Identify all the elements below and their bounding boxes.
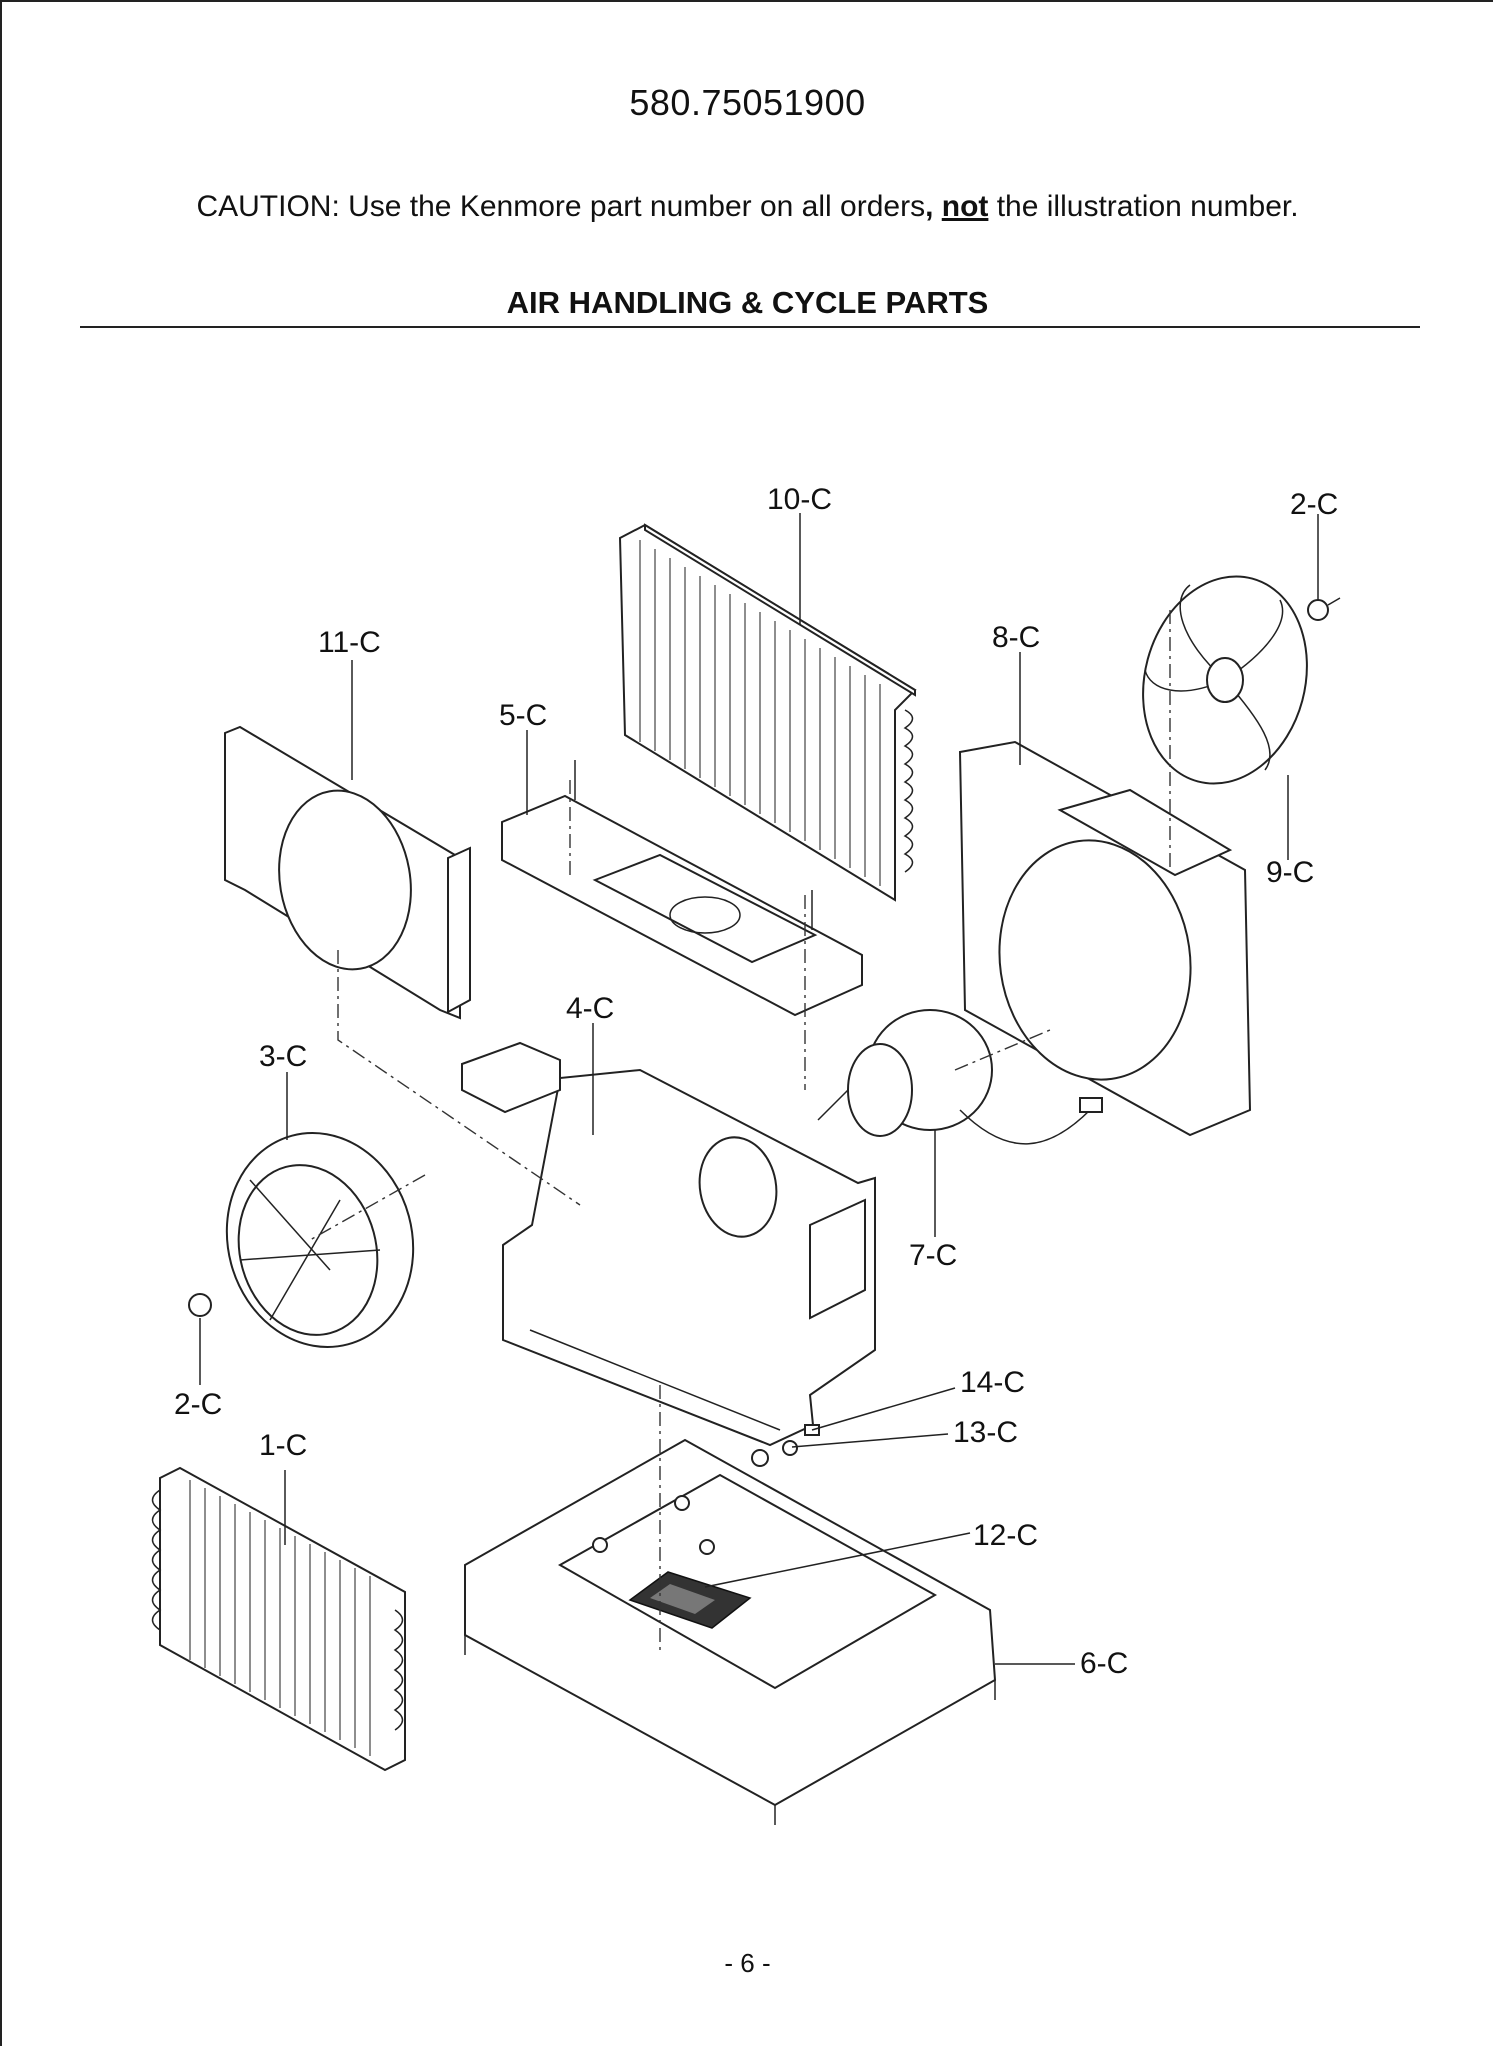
evaporator-coil-1c: [151, 1466, 406, 1772]
label-2c-bottom: 2-C: [174, 1388, 222, 1421]
fan-nut-2c-top: [1307, 597, 1341, 621]
fan-nut-2c-bottom: [188, 1293, 212, 1317]
blower-wheel-3c: [225, 1131, 415, 1349]
label-5c: 5-C: [499, 699, 547, 732]
housing-4c: [461, 1041, 876, 1447]
caution-suffix: the illustration number.: [988, 190, 1299, 223]
label-1c: 1-C: [259, 1429, 307, 1462]
label-14c: 14-C: [960, 1366, 1025, 1399]
orifice-8c: [958, 740, 1252, 1137]
label-3c: 3-C: [259, 1040, 307, 1073]
label-2c-top: 2-C: [1290, 488, 1338, 521]
title-rule: [80, 326, 1420, 328]
caution-not: not: [941, 190, 989, 223]
label-8c: 8-C: [992, 621, 1040, 654]
section-title: AIR HANDLING & CYCLE PARTS: [506, 285, 989, 320]
caution-note: CAUTION: Use the Kenmore part number on …: [0, 190, 1495, 224]
assembly-guide-lines: [309, 610, 1171, 1650]
label-11c: 11-C: [318, 626, 381, 659]
caution-text: CAUTION: Use the Kenmore part number on …: [196, 190, 926, 223]
tray-5c: [501, 760, 863, 1017]
condenser-coil-10c: [618, 523, 917, 902]
label-12c: 12-C: [973, 1519, 1038, 1552]
label-6c: 6-C: [1080, 1647, 1128, 1680]
shroud-11c: [224, 725, 471, 1020]
fan-motor-7c: [817, 1009, 1103, 1145]
leader-lines: [199, 513, 1319, 1665]
model-number: 580.75051900: [629, 82, 866, 123]
label-10c: 10-C: [767, 483, 832, 516]
base-pan-6c: [464, 1438, 997, 1825]
label-7c: 7-C: [909, 1239, 957, 1272]
page-number: - 6 -: [724, 1948, 771, 1978]
condenser-fan-9c: [1142, 575, 1308, 785]
label-9c: 9-C: [1266, 856, 1314, 889]
label-13c: 13-C: [953, 1416, 1018, 1449]
caution-comma: , not: [925, 190, 989, 223]
label-4c: 4-C: [566, 992, 614, 1025]
